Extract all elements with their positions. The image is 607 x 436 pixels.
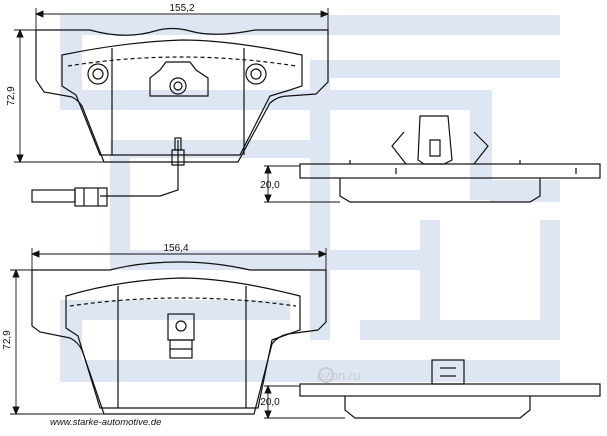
watermark-text: ozon.ru — [317, 368, 360, 383]
bottom-side-clip — [431, 359, 465, 385]
wear-sensor-wire — [100, 140, 179, 197]
website-url: www.starke-automotive.de — [50, 417, 161, 428]
top-friction-outline — [61, 39, 303, 156]
background-logo — [60, 15, 560, 382]
bottom-width-label: 156,4 — [163, 243, 188, 254]
bottom-pad-side-view — [299, 359, 601, 419]
top-thickness-dimension — [264, 164, 340, 204]
bottom-thickness-label: 20,0 — [260, 397, 280, 408]
top-left-circle — [87, 63, 109, 85]
top-width-dimension — [34, 8, 330, 30]
bottom-friction-outline — [65, 277, 301, 409]
top-side-clip — [417, 115, 453, 165]
ozon-watermark: ozon.ru — [317, 367, 360, 383]
top-width-label: 155,2 — [169, 3, 194, 14]
bottom-thickness-dimension — [264, 384, 345, 420]
top-pad-side-view — [299, 115, 601, 203]
bottom-backing-plate — [31, 261, 327, 415]
top-wear-line — [67, 56, 297, 67]
bottom-pad-front-view — [31, 261, 327, 415]
top-height-label: 72,9 — [6, 86, 17, 106]
bottom-wear-line — [69, 297, 297, 307]
top-backing-plate — [35, 27, 329, 163]
sensor-connector — [74, 187, 108, 207]
bottom-height-label: 72,9 — [2, 330, 13, 350]
top-center-clip — [149, 61, 209, 97]
top-thickness-label: 20,0 — [260, 180, 280, 191]
top-pad-front-view — [31, 27, 329, 207]
top-height-dimension — [14, 28, 104, 164]
bottom-width-dimension — [30, 248, 328, 270]
bottom-height-dimension — [10, 268, 104, 416]
top-right-circle — [245, 63, 267, 85]
